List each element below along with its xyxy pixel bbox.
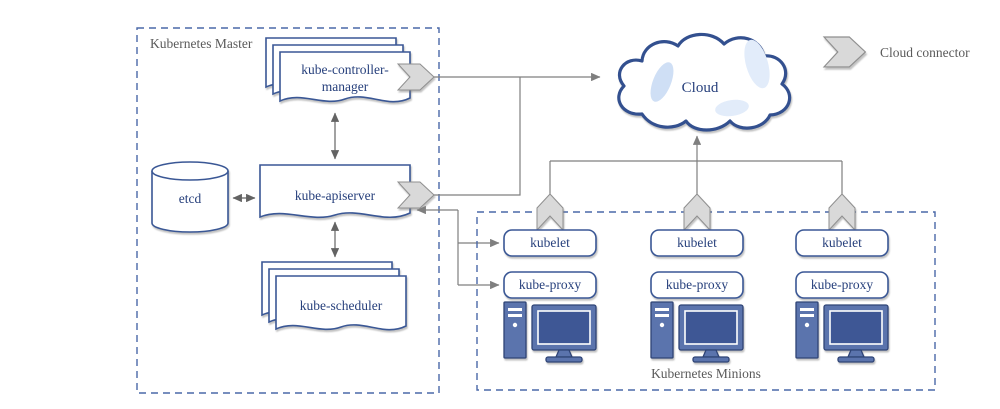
kubelet-label-3: kubelet xyxy=(822,235,862,250)
apiserver-page xyxy=(259,164,411,219)
kube-scheduler-node xyxy=(261,261,407,331)
kubelet-box-1 xyxy=(503,229,597,257)
kubernetes-minions-group: Kubernetes Minions kubelet kube-proxy ku… xyxy=(476,193,936,391)
wire-apiserver-to-cloud xyxy=(434,77,521,196)
scheduler-page-front xyxy=(275,275,407,331)
minion-node-3: kubelet kube-proxy xyxy=(795,193,889,363)
etcd-cylinder-top xyxy=(151,161,229,181)
cloud-connector-kubelet1-icon xyxy=(536,193,564,232)
cloud-label: Cloud xyxy=(682,80,719,96)
kube-proxy-label-1: kube-proxy xyxy=(519,277,581,292)
controller-manager-label-line1: kube-controller- xyxy=(301,62,389,77)
minion-node-1: kubelet kube-proxy xyxy=(503,193,597,363)
kubelet-label-1: kubelet xyxy=(530,235,570,250)
kube-controller-manager-node xyxy=(265,37,411,103)
cloud-highlight-left xyxy=(650,62,674,102)
etcd-cylinder-body xyxy=(151,171,229,233)
kubelet-label-2: kubelet xyxy=(677,235,717,250)
cloud-highlight-right xyxy=(744,39,770,89)
etcd-node xyxy=(151,161,229,233)
controller-manager-page-front xyxy=(279,51,411,103)
wires-group xyxy=(416,72,843,290)
kube-apiserver-node xyxy=(259,164,411,219)
kube-proxy-label-2: kube-proxy xyxy=(666,277,728,292)
kube-proxy-label-3: kube-proxy xyxy=(811,277,873,292)
kubelet-box-2 xyxy=(650,229,744,257)
cloud-highlight-bottom xyxy=(715,99,749,117)
cloud-connector-kubelet3-icon xyxy=(828,193,856,232)
legend-group: Cloud connector xyxy=(822,36,970,68)
etcd-label: etcd xyxy=(179,191,202,206)
minions-label: Kubernetes Minions xyxy=(651,366,761,381)
kubernetes-master-group: Kubernetes Master kube-controller- manag… xyxy=(136,27,440,394)
master-label: Kubernetes Master xyxy=(150,36,253,51)
workstation-icon-1 xyxy=(503,301,597,363)
apiserver-label: kube-apiserver xyxy=(295,188,376,203)
workstation-icon-2 xyxy=(650,301,744,363)
controller-manager-label-line2: manager xyxy=(322,79,369,94)
legend-label: Cloud connector xyxy=(880,45,970,60)
kube-proxy-box-3 xyxy=(795,271,889,299)
minion-node-2: kubelet kube-proxy xyxy=(650,193,744,363)
cloud-node: Cloud xyxy=(617,32,792,132)
cloud-connector-kubelet2-icon xyxy=(683,193,711,232)
kubelet-box-3 xyxy=(795,229,889,257)
kube-proxy-box-1 xyxy=(503,271,597,299)
cloud-connector-legend-icon xyxy=(822,36,867,68)
cloud-connector-controller-manager-icon xyxy=(396,63,435,91)
scheduler-label: kube-scheduler xyxy=(300,298,383,313)
kube-proxy-box-2 xyxy=(650,271,744,299)
workstation-icon-3 xyxy=(795,301,889,363)
